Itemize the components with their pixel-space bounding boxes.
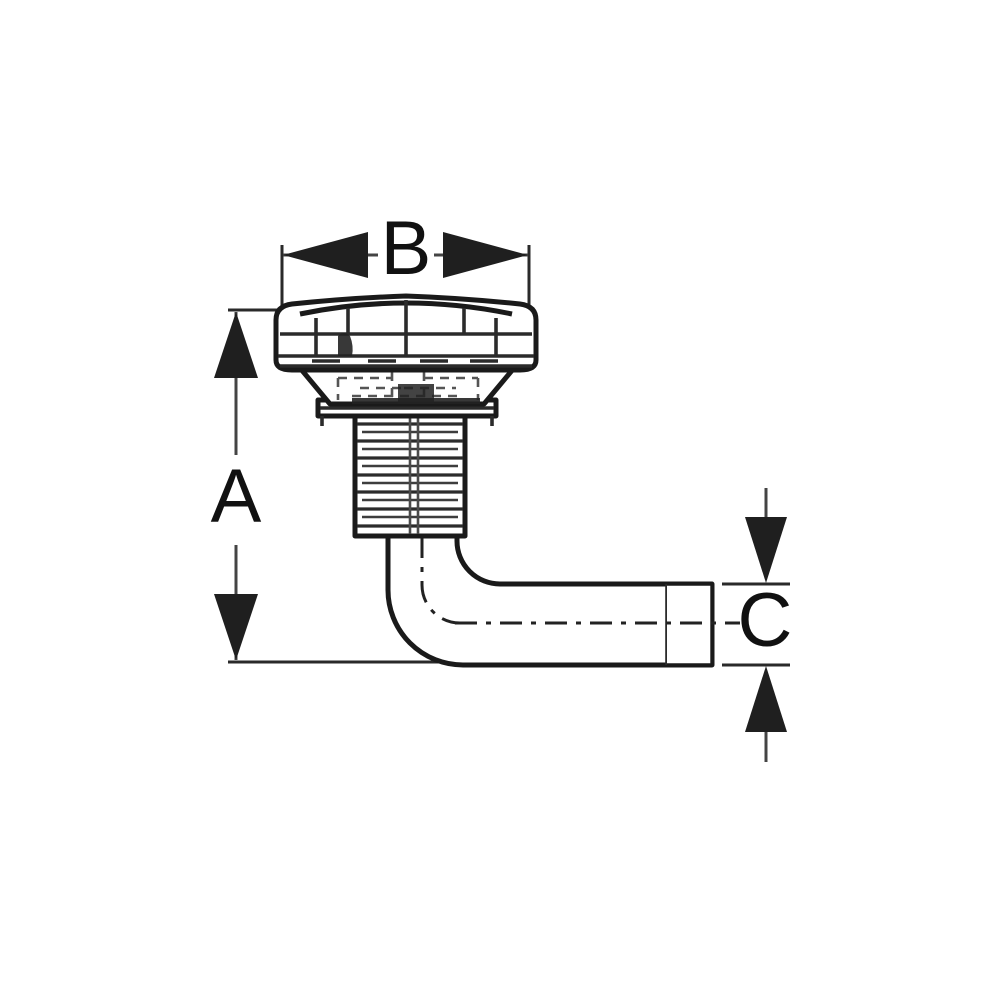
dimension-a-arrow-top — [214, 312, 258, 378]
dimension-b-arrow-right — [443, 232, 528, 278]
cap-vent-detail — [338, 333, 353, 356]
dimension-c-arrow-bottom — [745, 666, 787, 732]
cap-skirt-base-shadow — [352, 398, 480, 404]
vent-cap-group — [273, 293, 539, 373]
dimension-a-group: A — [211, 308, 452, 664]
dimension-c-arrow-top — [745, 517, 787, 583]
elbow-hose-barb-group — [385, 531, 740, 668]
dimension-a-arrow-bottom — [214, 594, 258, 660]
dimension-b-label: B — [381, 206, 432, 291]
threaded-shank-group — [352, 411, 468, 539]
dimension-a-label: A — [211, 454, 262, 539]
dimension-b-arrow-left — [283, 232, 368, 278]
dimension-c-label: C — [738, 578, 793, 663]
dimension-c-group: C — [722, 488, 792, 762]
dimension-b-group: B — [280, 206, 531, 310]
cap-skirt-group — [297, 365, 517, 407]
elbow-body-outline — [385, 531, 715, 668]
elbow-bend-centerline — [420, 536, 461, 625]
